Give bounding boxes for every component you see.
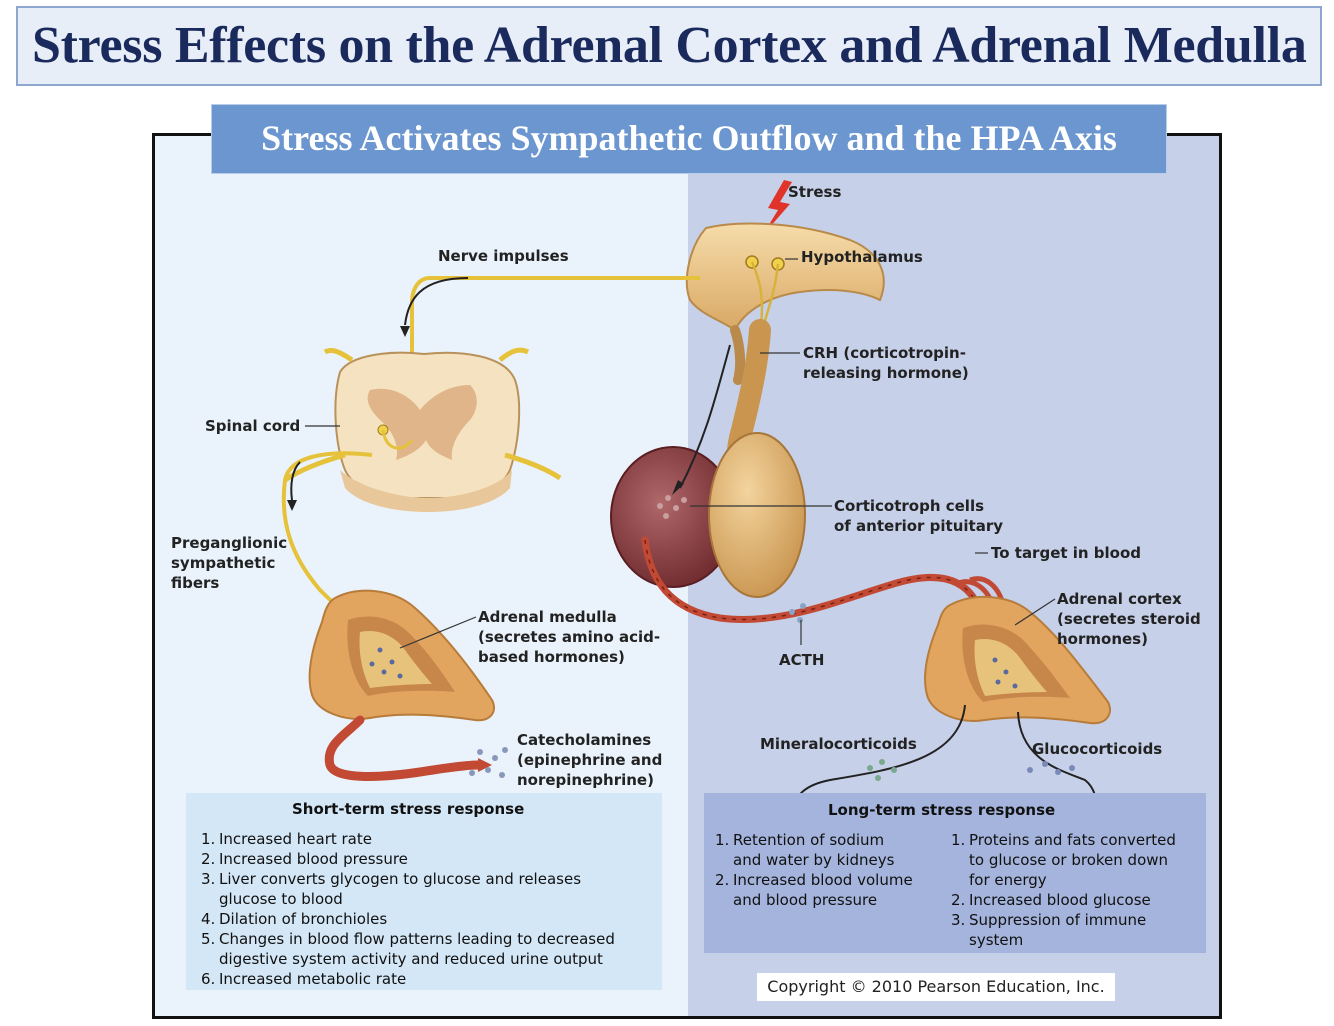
spinal-cord-illustration bbox=[285, 350, 560, 512]
list-item: 1.Increased heart rate bbox=[201, 829, 615, 849]
list-item: 3.Liver converts glycogen to glucose and… bbox=[201, 869, 615, 909]
mineralocorticoid-effects-list: 1.Retention of sodium and water by kidne… bbox=[715, 830, 913, 910]
diagram-subtitle: Stress Activates Sympathetic Outflow and… bbox=[212, 117, 1166, 159]
label-crh: CRH (corticotropin- releasing hormone) bbox=[803, 343, 969, 383]
label-catecholamines: Catecholamines (epinephrine and norepine… bbox=[517, 730, 662, 790]
list-item: 1.Proteins and fats converted to glucose… bbox=[951, 830, 1176, 890]
list-item: 2.Increased blood volume and blood press… bbox=[715, 870, 913, 910]
pituitary-illustration bbox=[611, 330, 805, 597]
label-spinal-cord: Spinal cord bbox=[205, 416, 300, 436]
label-to-target-in-blood: To target in blood bbox=[991, 543, 1141, 563]
short-term-response-box: Short-term stress response 1.Increased h… bbox=[186, 793, 662, 990]
short-term-list: 1.Increased heart rate 2.Increased blood… bbox=[201, 829, 615, 989]
long-term-response-box: Long-term stress response 1.Retention of… bbox=[704, 793, 1206, 953]
subtitle-banner: Stress Activates Sympathetic Outflow and… bbox=[211, 104, 1167, 174]
label-stress: Stress bbox=[788, 182, 841, 202]
label-mineralocorticoids: Mineralocorticoids bbox=[760, 734, 917, 754]
list-item: 1.Retention of sodium and water by kidne… bbox=[715, 830, 913, 870]
label-hypothalamus: Hypothalamus bbox=[801, 247, 923, 267]
list-item: 2.Increased blood glucose bbox=[951, 890, 1176, 910]
label-acth: ACTH bbox=[779, 650, 824, 670]
label-corticotroph-cells: Corticotroph cells of anterior pituitary bbox=[834, 496, 1003, 536]
glucocorticoid-effects-list: 1.Proteins and fats converted to glucose… bbox=[951, 830, 1176, 950]
list-item: 3.Suppression of immune system bbox=[951, 910, 1176, 950]
label-adrenal-medulla: Adrenal medulla (secretes amino acid- ba… bbox=[478, 607, 660, 667]
list-item: 4.Dilation of bronchioles bbox=[201, 909, 615, 929]
label-glucocorticoids: Glucocorticoids bbox=[1032, 739, 1162, 759]
short-term-title: Short-term stress response bbox=[292, 800, 524, 818]
list-item: 2.Increased blood pressure bbox=[201, 849, 615, 869]
copyright-notice: Copyright © 2010 Pearson Education, Inc. bbox=[757, 973, 1115, 1001]
list-item: 6.Increased metabolic rate bbox=[201, 969, 615, 989]
label-nerve-impulses: Nerve impulses bbox=[438, 246, 569, 266]
label-adrenal-cortex: Adrenal cortex (secretes steroid hormone… bbox=[1057, 589, 1201, 649]
list-item: 5.Changes in blood flow patterns leading… bbox=[201, 929, 615, 969]
label-preganglionic-fibers: Preganglionic sympathetic fibers bbox=[171, 533, 287, 593]
adrenal-medulla-illustration bbox=[310, 591, 494, 777]
long-term-title: Long-term stress response bbox=[828, 801, 1055, 819]
